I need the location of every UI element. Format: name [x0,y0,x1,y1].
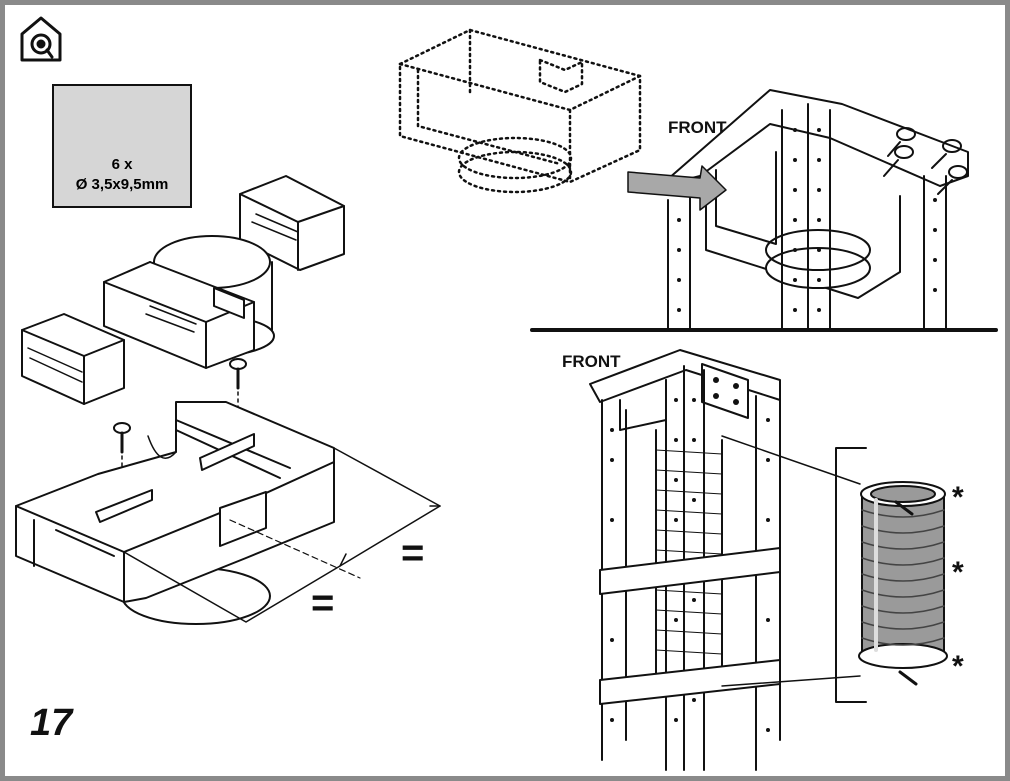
chimney-frame-top [659,89,969,331]
asterisk-top: * [952,481,964,514]
flexible-hose-detail [858,481,948,686]
screw-size: Ø 3,5x9,5mm [75,176,169,193]
equal-mark-left: = [311,581,335,625]
screw-spec-box: 6 x Ø 3,5x9,5mm [52,84,192,208]
dotted-hood-box [398,28,642,194]
step-number: 17 [30,702,73,744]
home-install-icon [20,16,62,62]
duct-assembly-joined [15,401,441,625]
chimney-frame-bottom [589,349,867,771]
front-arrow [627,165,727,211]
asterisk-bottom: * [952,650,964,683]
asterisk-middle: * [952,556,964,589]
equal-mark-right: = [401,531,425,575]
front-label-top: FRONT [668,118,727,137]
screw-quantity: 6 x [111,156,133,173]
front-label-bottom: FRONT [562,352,621,371]
